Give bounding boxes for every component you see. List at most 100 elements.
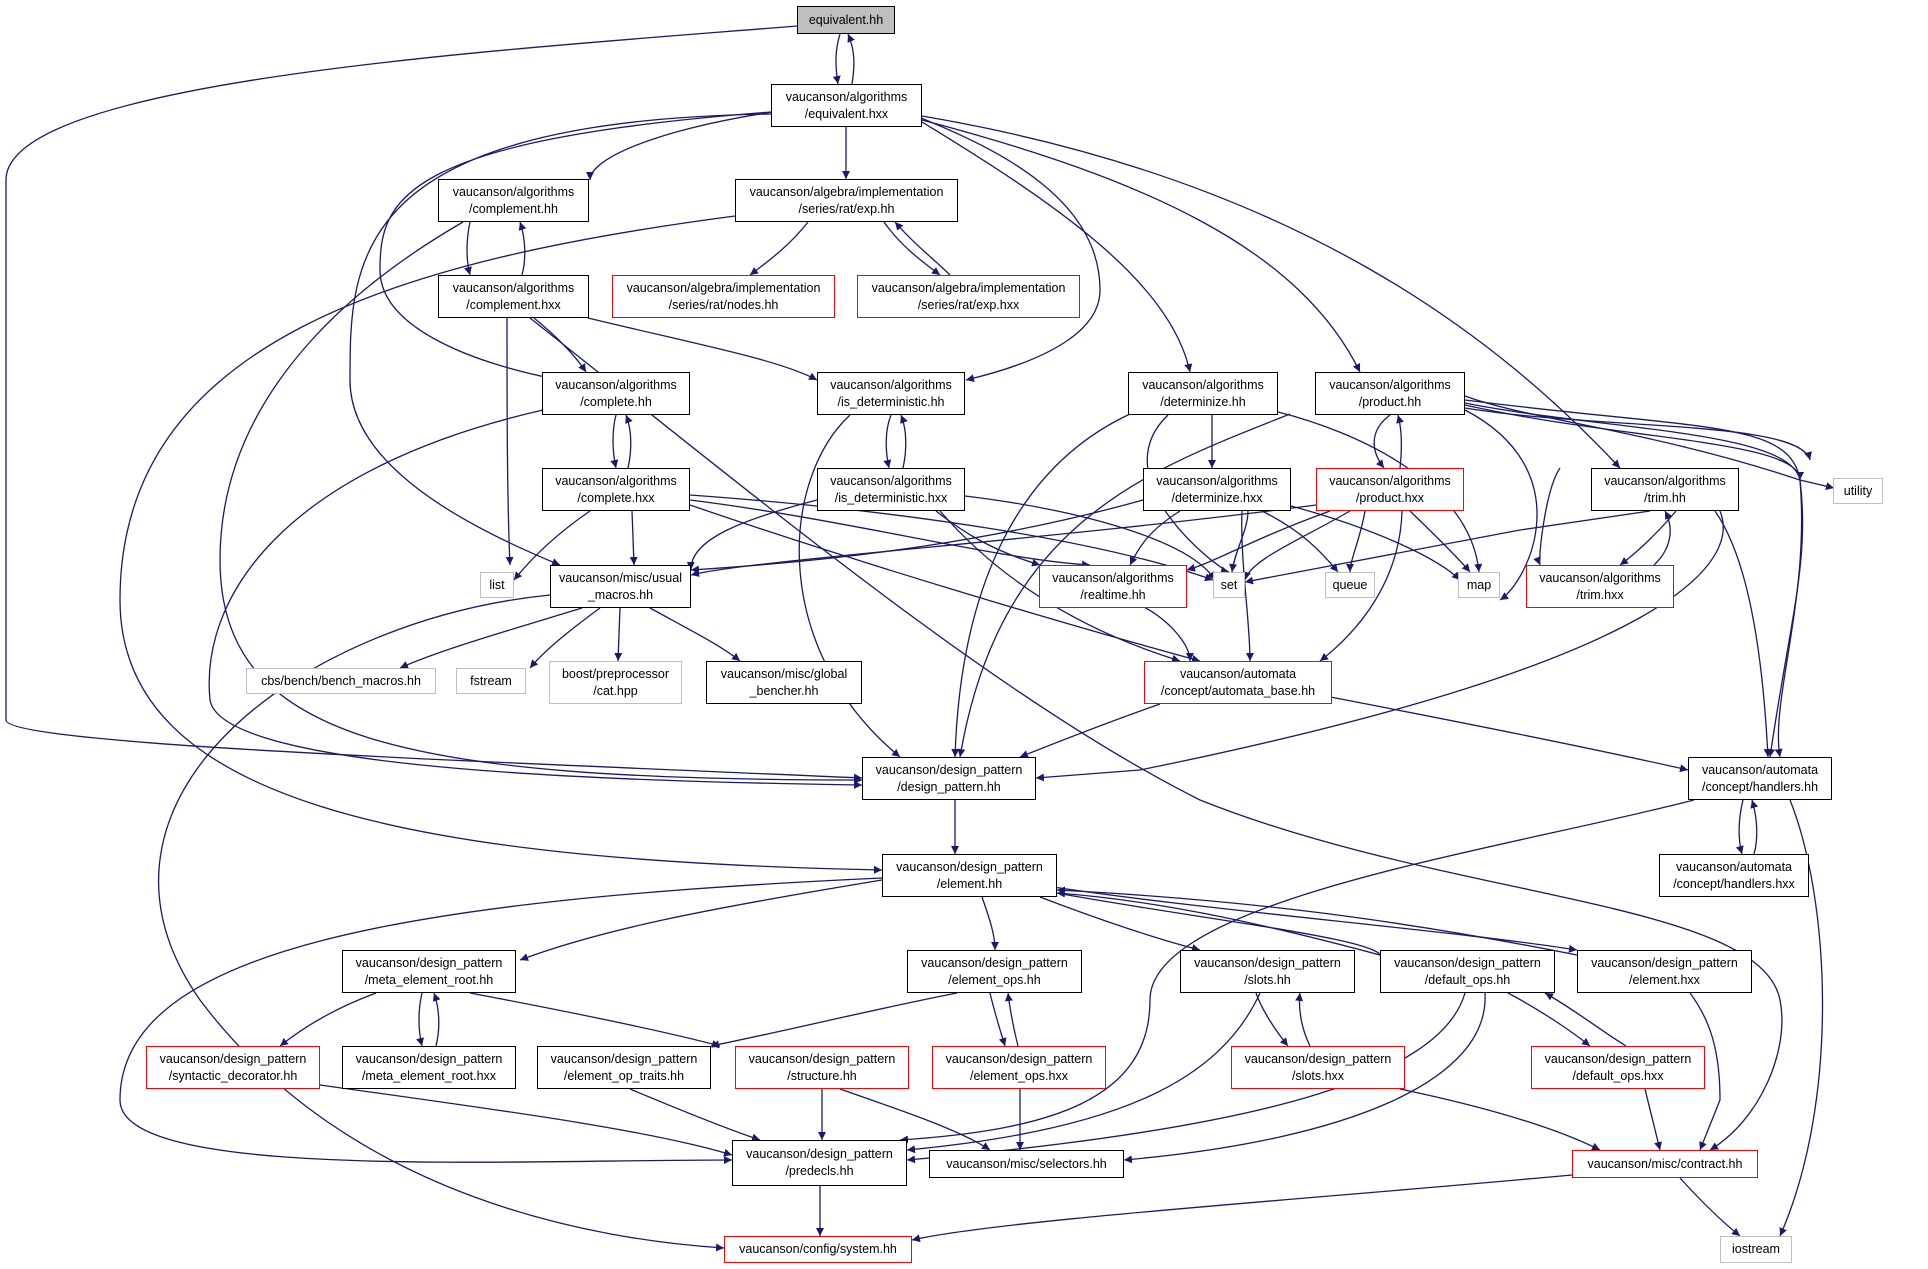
node-syntactic-decorator[interactable]: vaucanson/design_pattern /syntactic_deco… xyxy=(146,1046,320,1089)
dependency-edge-70 xyxy=(614,607,623,662)
dependency-edge-94 xyxy=(989,992,1007,1047)
dependency-edge-101 xyxy=(1507,992,1591,1047)
dependency-edge-106 xyxy=(319,1084,733,1157)
dependency-edge-0 xyxy=(832,33,841,85)
dependency-edge-84 xyxy=(1039,896,1201,952)
node-element-op-traits[interactable]: vaucanson/design_pattern /element_op_tra… xyxy=(537,1046,711,1089)
node-meta-element-root-hh[interactable]: vaucanson/design_pattern /meta_element_r… xyxy=(342,950,516,993)
dependency-edge-97 xyxy=(1295,992,1311,1047)
dependency-edge-18 xyxy=(533,317,587,373)
dependency-edge-33 xyxy=(1396,414,1404,469)
dependency-edge-99 xyxy=(906,992,1466,1164)
node-usual-macros[interactable]: vaucanson/misc/usual _macros.hh xyxy=(550,565,691,608)
dependency-edge-49 xyxy=(689,499,1091,569)
dependency-edge-25 xyxy=(883,414,892,469)
dependency-edge-88 xyxy=(1056,889,1381,956)
node-default-ops-hh[interactable]: vaucanson/design_pattern /default_ops.hh xyxy=(1380,950,1555,993)
node-design-pattern-hh[interactable]: vaucanson/design_pattern /design_pattern… xyxy=(862,757,1036,800)
node-automata-base[interactable]: vaucanson/automata /concept/automata_bas… xyxy=(1144,661,1332,704)
node-bench-macros[interactable]: cbs/bench/bench_macros.hh xyxy=(246,668,436,694)
dependency-edge-9 xyxy=(921,119,1361,373)
node-slots-hxx[interactable]: vaucanson/design_pattern /slots.hxx xyxy=(1231,1046,1405,1089)
dependency-edge-21 xyxy=(529,317,1783,1151)
node-map[interactable]: map xyxy=(1458,572,1500,598)
node-cat-hpp[interactable]: boost/preprocessor /cat.hpp xyxy=(549,661,682,704)
dependency-edge-30 xyxy=(1146,414,1230,575)
node-element-ops-hh[interactable]: vaucanson/design_pattern /element_ops.hh xyxy=(907,950,1082,993)
dependency-edge-64 xyxy=(1409,510,1471,573)
dependency-edge-43 xyxy=(1619,510,1677,566)
node-meta-element-root-hxx[interactable]: vaucanson/design_pattern /meta_element_r… xyxy=(342,1046,516,1089)
dependency-edge-71 xyxy=(649,607,741,662)
dependency-edge-13 xyxy=(219,221,863,784)
node-handlers-hh[interactable]: vaucanson/automata /concept/handlers.hh xyxy=(1688,757,1832,800)
dependency-edge-76 xyxy=(899,799,1695,1144)
node-determinize-hh[interactable]: vaucanson/algorithms /determinize.hh xyxy=(1128,372,1278,415)
node-realtime-hh[interactable]: vaucanson/algorithms /realtime.hh xyxy=(1039,565,1187,608)
dependency-edge-68 xyxy=(399,607,583,669)
node-nodes-hh[interactable]: vaucanson/algebra/implementation /series… xyxy=(612,275,835,318)
dependency-edge-67 xyxy=(690,504,1317,577)
node-exp-hxx[interactable]: vaucanson/algebra/implementation /series… xyxy=(857,275,1080,318)
node-utility[interactable]: utility xyxy=(1833,478,1883,504)
dependency-edge-89 xyxy=(279,992,377,1047)
node-queue[interactable]: queue xyxy=(1325,572,1375,598)
dependency-edge-6 xyxy=(379,111,772,383)
dependency-edge-45 xyxy=(1714,510,1772,758)
dependency-edge-38 xyxy=(1464,407,1812,461)
node-predecls-hh[interactable]: vaucanson/design_pattern /predecls.hh xyxy=(732,1140,907,1186)
node-list[interactable]: list xyxy=(480,572,514,598)
node-equivalent-hxx[interactable]: vaucanson/algorithms /equivalent.hxx xyxy=(771,84,922,127)
node-complete-hxx[interactable]: vaucanson/algorithms /complete.hxx xyxy=(542,468,690,511)
node-exp-hh[interactable]: vaucanson/algebra/implementation /series… xyxy=(735,179,958,222)
dependency-edge-59 xyxy=(1261,510,1339,573)
dependency-edge-107 xyxy=(629,1088,761,1142)
node-complement-hxx[interactable]: vaucanson/algorithms /complement.hxx xyxy=(438,275,589,318)
node-default-ops-hxx[interactable]: vaucanson/design_pattern /default_ops.hx… xyxy=(1531,1046,1705,1089)
node-trim-hh[interactable]: vaucanson/algorithms /trim.hh xyxy=(1591,468,1739,511)
node-slots-hh[interactable]: vaucanson/design_pattern /slots.hh xyxy=(1180,950,1355,993)
node-is-deterministic-hh[interactable]: vaucanson/algorithms /is_deterministic.h… xyxy=(817,372,965,415)
dependency-edge-31 xyxy=(1277,411,1483,573)
node-handlers-hxx[interactable]: vaucanson/automata /concept/handlers.hxx xyxy=(1659,854,1809,897)
dependency-edge-50 xyxy=(689,494,1214,582)
node-trim-hxx[interactable]: vaucanson/algorithms /trim.hxx xyxy=(1526,565,1674,608)
node-element-hxx[interactable]: vaucanson/design_pattern /element.hxx xyxy=(1577,950,1752,993)
dependency-edge-1 xyxy=(847,33,855,85)
node-complement-hh[interactable]: vaucanson/algorithms /complement.hh xyxy=(438,179,589,222)
dependency-edge-23 xyxy=(625,414,633,469)
node-complete-hh[interactable]: vaucanson/algorithms /complete.hh xyxy=(542,372,690,415)
dependency-edge-19 xyxy=(587,317,818,381)
dependency-edge-39 xyxy=(1464,402,1803,758)
node-product-hh[interactable]: vaucanson/algorithms /product.hh xyxy=(1315,372,1465,415)
dependency-edge-63 xyxy=(1346,510,1366,573)
dependency-edge-100 xyxy=(1123,992,1486,1164)
node-global-bencher[interactable]: vaucanson/misc/global _bencher.hh xyxy=(706,661,862,704)
node-structure-hh[interactable]: vaucanson/design_pattern /structure.hh xyxy=(735,1046,909,1089)
dependency-edge-98 xyxy=(906,992,1261,1154)
node-element-ops-hxx[interactable]: vaucanson/design_pattern /element_ops.hx… xyxy=(932,1046,1106,1089)
dependency-edge-16 xyxy=(883,221,941,276)
dependency-edge-47 xyxy=(629,510,638,566)
dependency-edge-3 xyxy=(586,109,786,181)
dependency-edge-24 xyxy=(208,409,863,789)
dependency-edge-78 xyxy=(1750,799,1759,855)
dependency-edge-87 xyxy=(1056,886,1578,956)
node-element-hh[interactable]: vaucanson/design_pattern /element.hh xyxy=(882,854,1057,897)
node-equivalent-hh[interactable]: equivalent.hh xyxy=(797,6,895,34)
node-iostream[interactable]: iostream xyxy=(1720,1236,1792,1263)
node-selectors-hh[interactable]: vaucanson/misc/selectors.hh xyxy=(929,1150,1124,1178)
node-product-hxx[interactable]: vaucanson/algorithms /product.hxx xyxy=(1316,468,1464,511)
node-system-hh[interactable]: vaucanson/config/system.hh xyxy=(724,1236,912,1263)
dependency-edge-20 xyxy=(505,317,514,566)
node-set[interactable]: set xyxy=(1213,572,1245,598)
node-fstream[interactable]: fstream xyxy=(456,668,526,694)
dependency-edge-75 xyxy=(1139,604,1194,662)
dependency-edge-109 xyxy=(839,1088,991,1151)
dependency-edge-22 xyxy=(610,414,619,469)
node-determinize-hxx[interactable]: vaucanson/algorithms /determinize.hxx xyxy=(1143,468,1291,511)
node-contract-hh[interactable]: vaucanson/misc/contract.hh xyxy=(1572,1150,1758,1178)
node-is-deterministic-hxx[interactable]: vaucanson/algorithms /is_deterministic.h… xyxy=(817,468,965,511)
dependency-edge-69 xyxy=(529,607,601,669)
